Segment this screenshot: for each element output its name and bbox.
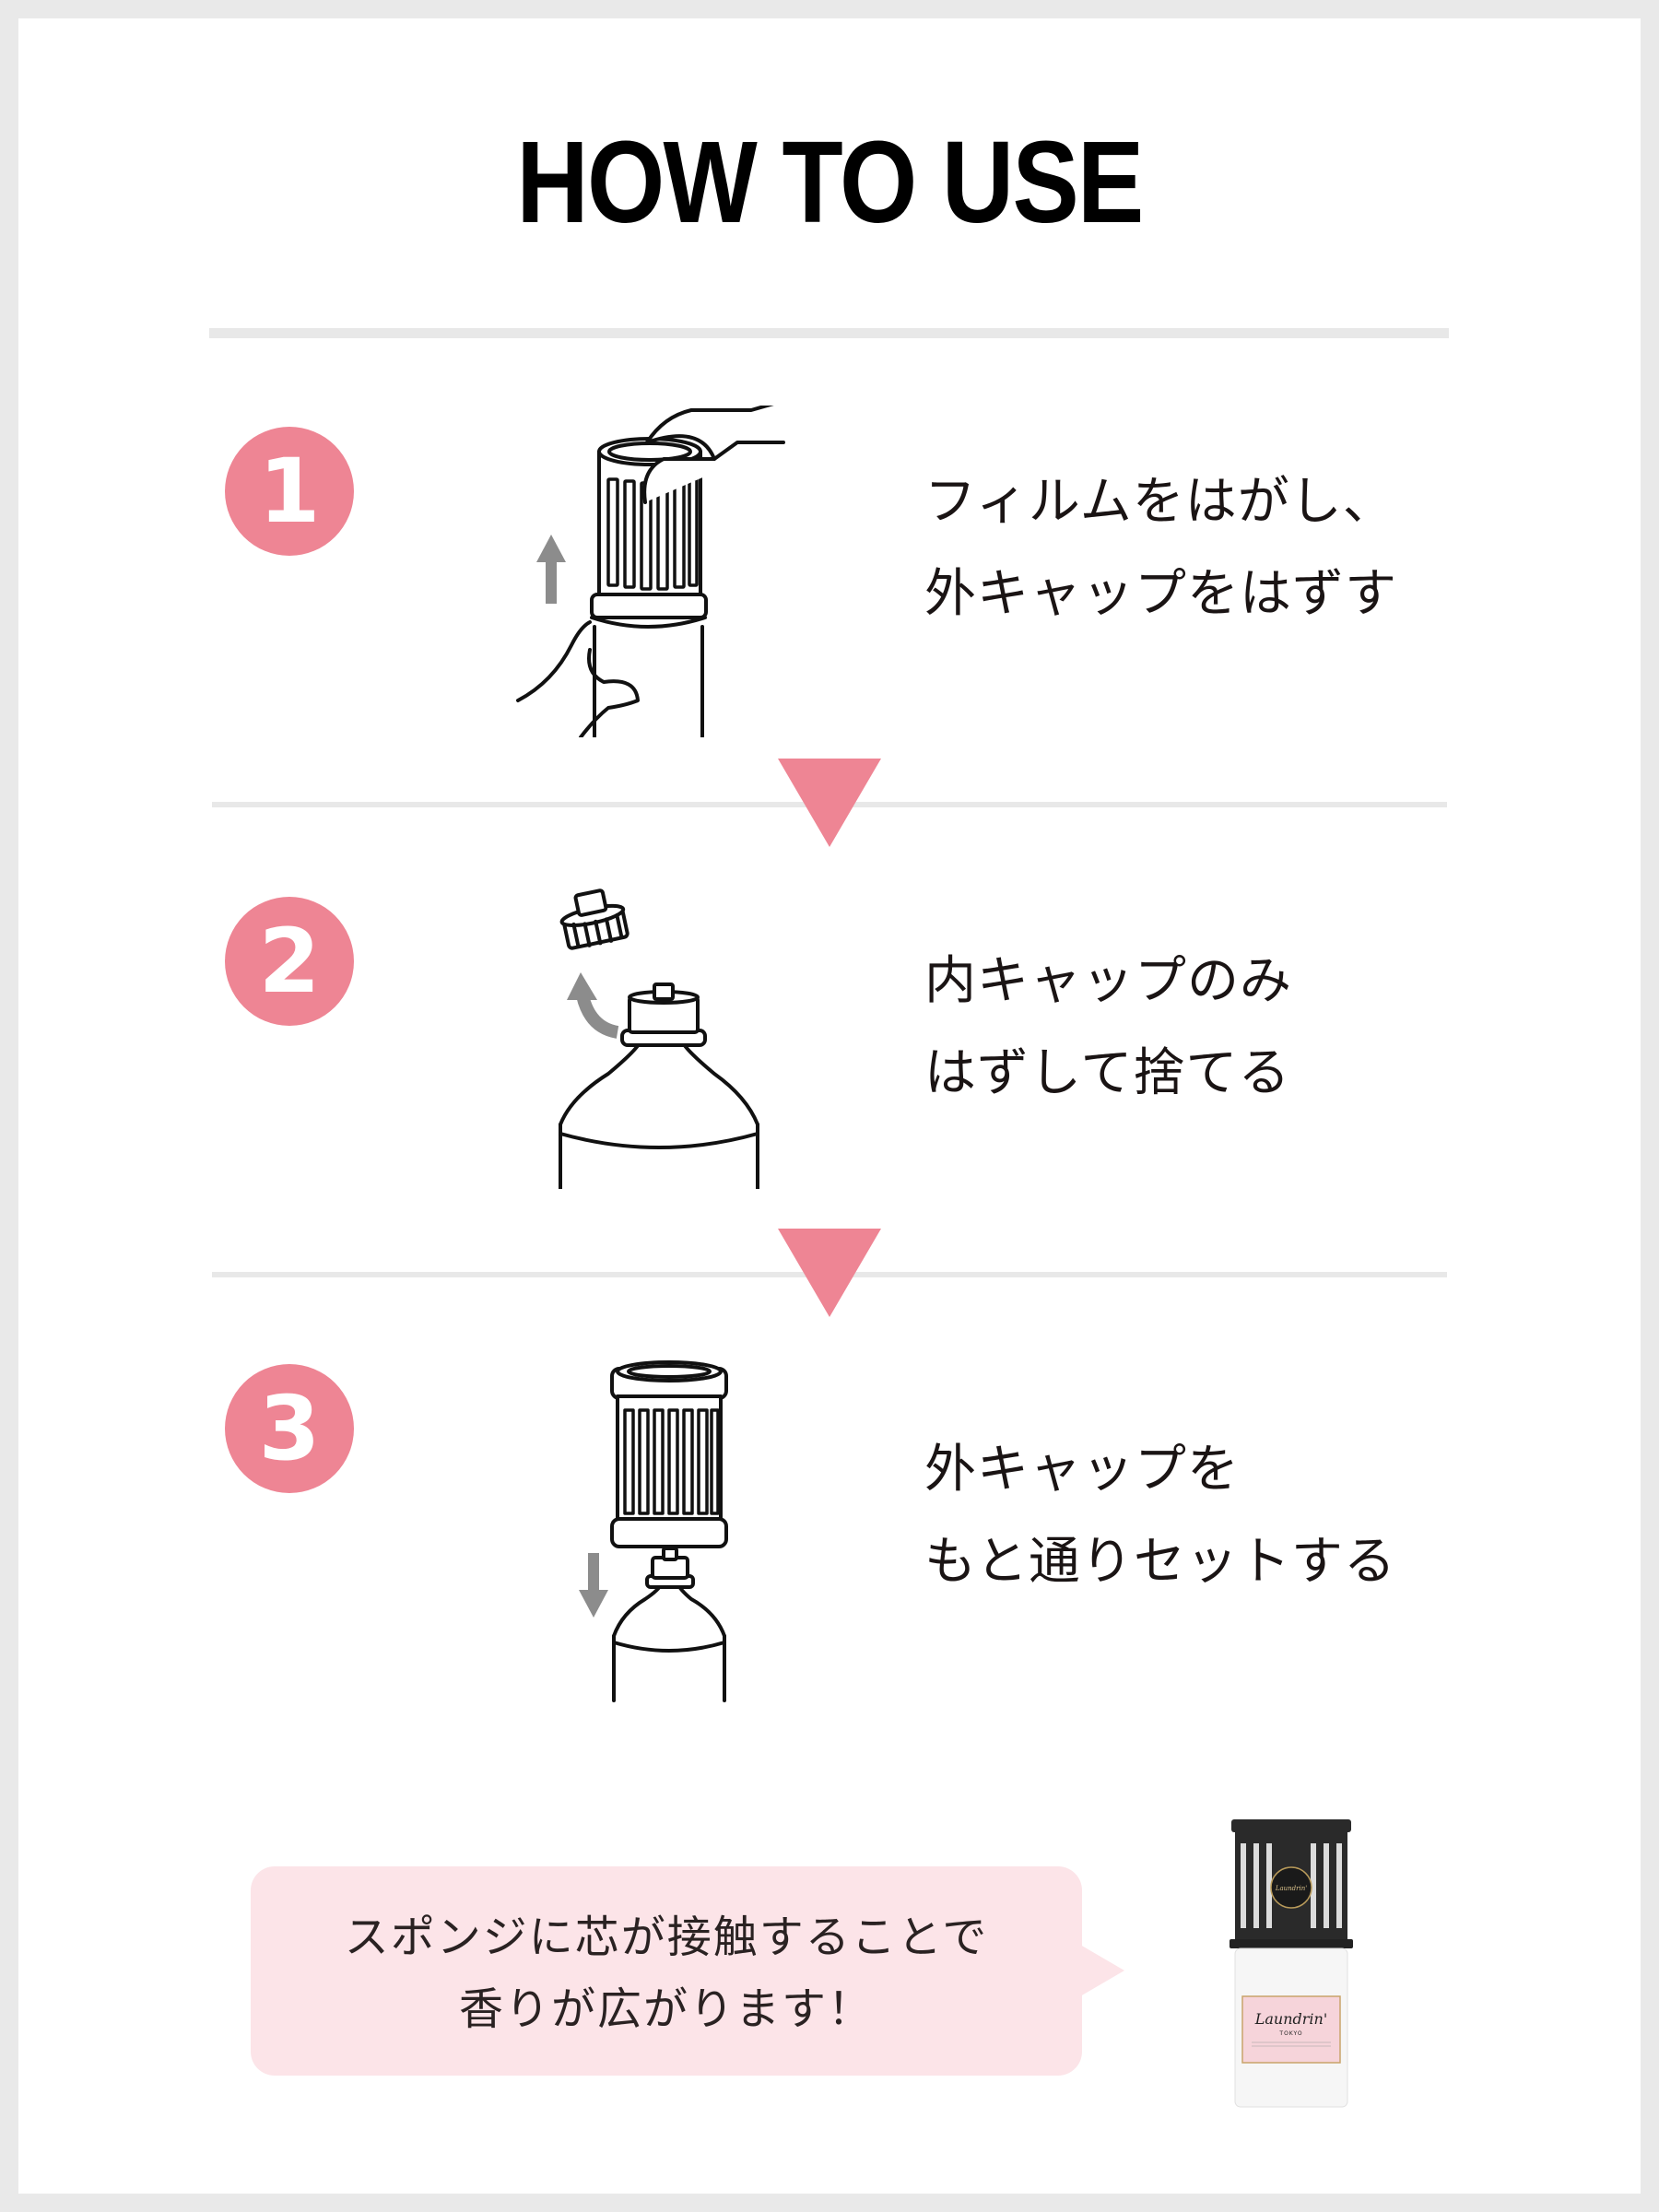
step-1-line-1: フィルムをはがし、 xyxy=(924,472,1395,532)
step-2-instructions: 内キャップのみ はずして捨てる xyxy=(924,935,1292,1120)
tip-line-2: 香りが広がります！ xyxy=(458,1983,874,2035)
product-cap-logo: Laundrin' xyxy=(1275,1885,1307,1892)
tip-text: スポンジに芯が接触することで 香りが広がります！ xyxy=(251,1901,1082,2045)
tip-line-1: スポンジに芯が接触することで xyxy=(344,1912,989,1963)
step-1-instructions: フィルムをはがし、 外キャップをはずす xyxy=(924,456,1397,641)
step-3-line-1: 外キャップを xyxy=(924,1440,1240,1500)
tip-speech-bubble: スポンジに芯が接触することで 香りが広がります！ xyxy=(251,1866,1082,2076)
step-2-number-badge: 2 xyxy=(225,897,354,1026)
step-3-illustration xyxy=(579,1360,728,1702)
speech-bubble-pointer xyxy=(1080,1945,1124,1996)
next-step-triangle-icon xyxy=(778,759,881,847)
product-label-brand: Laundrin' xyxy=(1254,2010,1327,2028)
product-label-city: TOKYO xyxy=(1278,2030,1302,2037)
step-1-line-2: 外キャップをはずす xyxy=(924,564,1397,624)
title-divider xyxy=(209,328,1449,338)
page-title: HOW TO USE xyxy=(516,117,1144,247)
next-step-triangle-icon xyxy=(778,1229,881,1317)
page-canvas xyxy=(18,18,1641,2194)
step-2-line-1: 内キャップのみ xyxy=(924,951,1292,1011)
down-arrow-icon xyxy=(579,1553,608,1618)
step-3-line-2: もと通りセットする xyxy=(924,1532,1396,1592)
step-2-illustration xyxy=(559,888,759,1189)
step-3-instructions: 外キャップを もと通りセットする xyxy=(924,1424,1396,1608)
step-1-number-badge: 1 xyxy=(225,427,354,556)
step-1-illustration xyxy=(516,406,785,737)
step-3-number-badge: 3 xyxy=(225,1364,354,1493)
up-arrow-icon xyxy=(536,535,566,604)
product-image: Laundrin' Laundrin' TOKYO xyxy=(1230,1819,1353,2108)
step-2-line-2: はずして捨てる xyxy=(924,1043,1291,1103)
curved-up-arrow-icon xyxy=(576,994,619,1039)
